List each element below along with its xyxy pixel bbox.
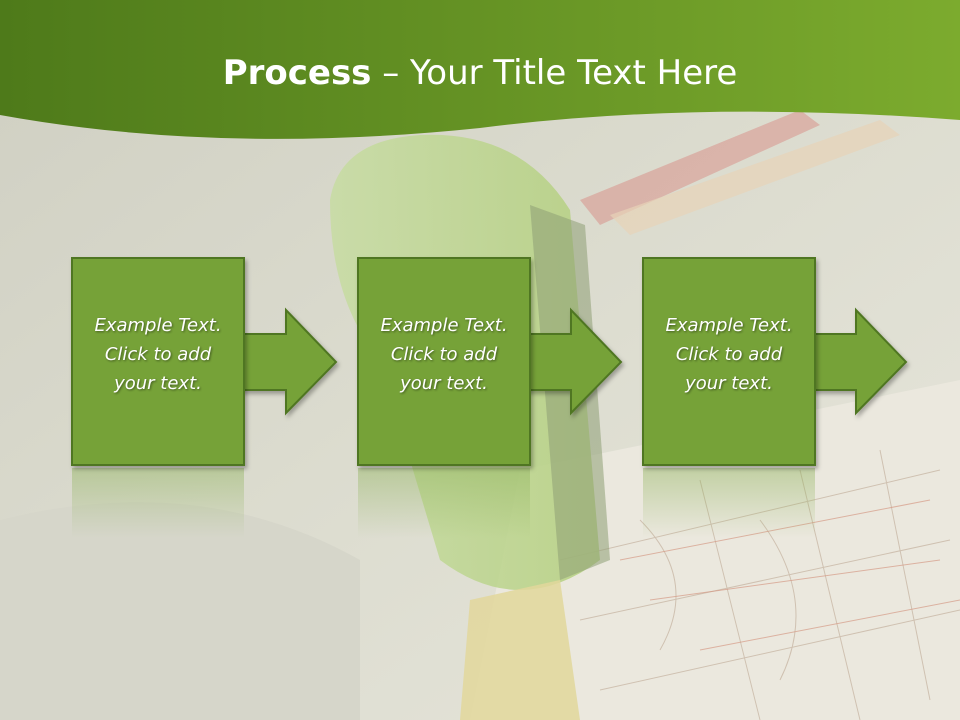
step-3-text[interactable]: Example Text. Click to add your text. <box>642 311 816 398</box>
step-3-reflection <box>643 468 815 538</box>
step-1-line-2: Click to add <box>104 344 212 365</box>
title-banner <box>0 0 960 139</box>
step-3-arrow[interactable] <box>808 307 908 416</box>
step-1-text[interactable]: Example Text. Click to add your text. <box>71 311 245 398</box>
step-2-arrow[interactable] <box>523 307 623 416</box>
step-2-text[interactable]: Example Text. Click to add your text. <box>357 311 531 398</box>
step-3-line-2: Click to add <box>675 344 783 365</box>
step-2-line-3: your text. <box>400 373 488 394</box>
step-1-arrow[interactable] <box>237 307 338 416</box>
step-1-reflection <box>72 468 244 538</box>
step-2-line-1: Example Text. <box>380 315 508 336</box>
step-1-line-1: Example Text. <box>94 315 222 336</box>
step-2-line-2: Click to add <box>390 344 498 365</box>
step-1-box[interactable] <box>71 257 245 466</box>
slide-title-rest: – Your Title Text Here <box>371 53 738 93</box>
step-1-line-3: your text. <box>114 373 202 394</box>
slide-title-bold: Process <box>222 53 372 93</box>
step-2-reflection <box>358 468 530 538</box>
step-3-line-1: Example Text. <box>665 315 793 336</box>
step-2-box[interactable] <box>357 257 531 466</box>
step-3-box[interactable] <box>642 257 816 466</box>
slide-title[interactable]: Process – Your Title Text Here <box>0 50 960 96</box>
step-3-line-3: your text. <box>685 373 773 394</box>
